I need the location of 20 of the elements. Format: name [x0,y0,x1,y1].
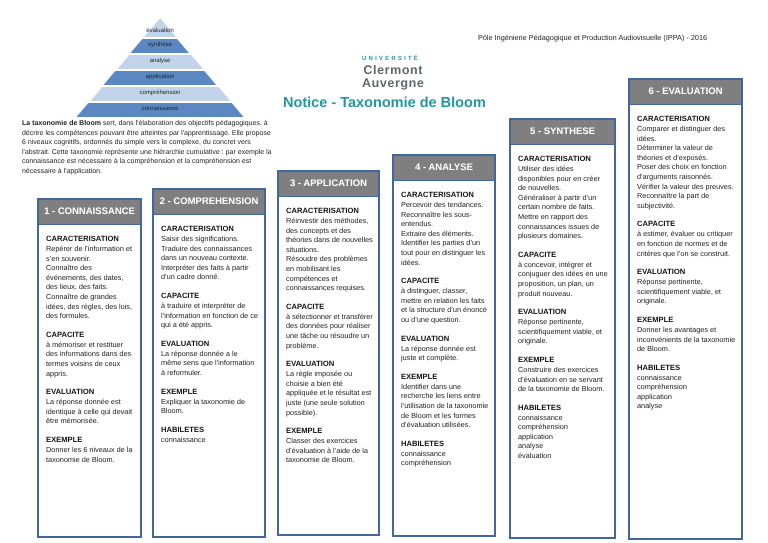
page-title: Notice - Taxonomie de Bloom [283,95,486,111]
level-header: 5 - SYNTHESE [511,120,614,145]
level-card [628,78,743,540]
level-card [277,170,380,536]
university-name: Clermont Auvergne [362,64,424,89]
pyramid-tier [130,38,190,53]
pyramid-tier [144,18,176,37]
level-card [152,188,266,538]
pyramid-tier [76,102,244,117]
level-header: 6 - EVALUATION [630,80,741,105]
level-header: 1 - CONNAISSANCE [39,200,140,225]
pyramid-tier [103,70,217,85]
pyramid-tier [90,86,230,101]
level-card [37,198,142,538]
level-card [392,154,496,537]
level-header: 2 - COMPREHENSION [154,190,264,215]
level-header: 4 - ANALYSE [394,156,494,181]
level-header: 3 - APPLICATION [279,172,378,197]
level-card [509,118,616,539]
pyramid-tier [116,54,204,69]
